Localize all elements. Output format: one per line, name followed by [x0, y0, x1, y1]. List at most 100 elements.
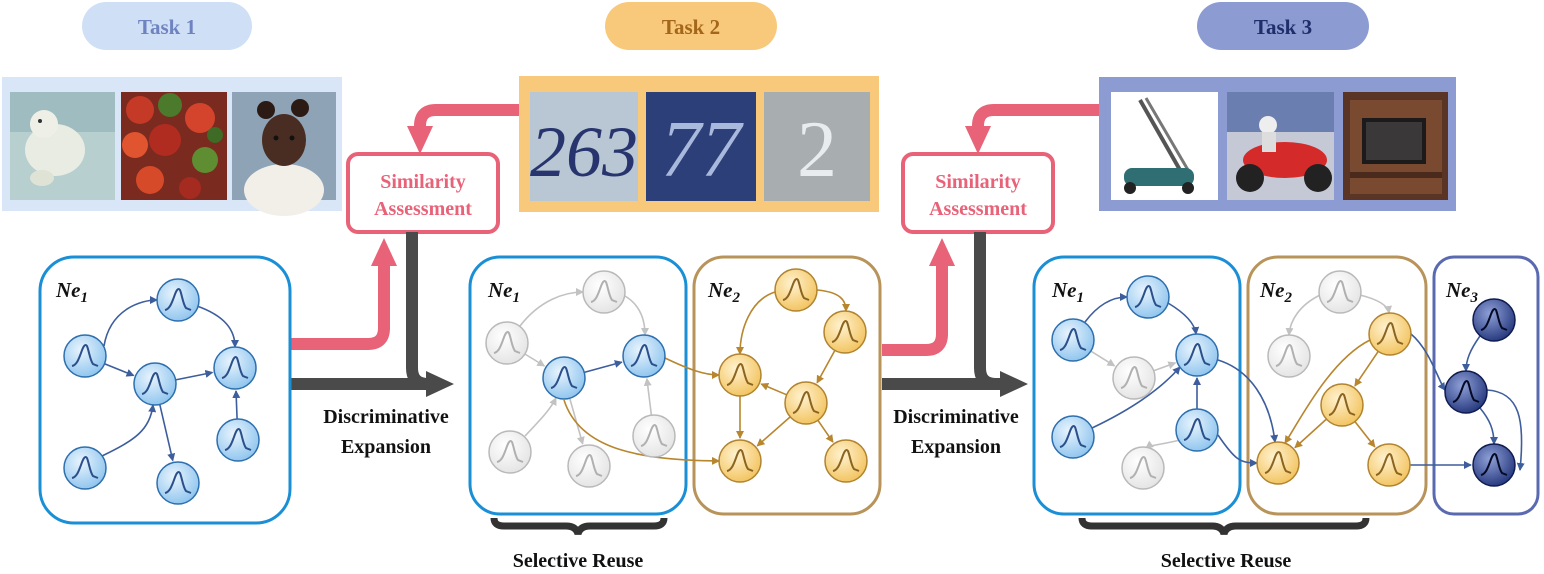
similarity-1-line1: Similarity — [380, 171, 466, 193]
expansion-arrow-down-2 — [974, 232, 997, 390]
neuron-node-f2 — [1444, 370, 1488, 414]
activation-curve-icon — [831, 319, 859, 343]
activation-curve-icon — [630, 343, 658, 367]
network-edges — [101, 288, 1525, 471]
neuron-node-d7 — [1121, 446, 1165, 490]
activation-curve-icon — [575, 453, 603, 477]
network-nodes — [63, 268, 1516, 505]
digit-77-image: 77 — [646, 92, 756, 201]
activation-curve-icon — [164, 287, 192, 311]
edge-f2-f3 — [1486, 389, 1525, 471]
selective-reuse-1-text: Selective Reuse — [513, 550, 644, 572]
activation-curve-icon — [141, 371, 169, 395]
activation-curve-icon — [493, 330, 521, 354]
edge-c4-c6 — [817, 419, 834, 443]
activation-curve-icon — [496, 439, 524, 463]
neuron-node-c2 — [823, 310, 867, 354]
edge-d3-d4 — [1153, 361, 1177, 372]
edge-a5-a3 — [101, 404, 157, 457]
edge-f2-f3 — [1479, 407, 1498, 445]
activation-curve-icon — [1183, 417, 1211, 441]
activation-curve-icon — [832, 448, 860, 472]
task-2-samples: 263 77 2 — [519, 76, 879, 212]
edge-a3-a6 — [159, 404, 176, 462]
similarity-arrow-up-2 — [882, 238, 955, 356]
activation-curve-icon — [640, 423, 668, 447]
digit-2-image: 2 — [764, 92, 870, 201]
neuron-node-d4 — [1175, 333, 1219, 377]
activation-curve-icon — [1452, 379, 1480, 403]
task-2-label: Task 2 — [605, 2, 777, 50]
edge-b5-b3 — [524, 397, 557, 437]
neuron-node-a6 — [156, 461, 200, 505]
neuron-node-d3 — [1112, 356, 1156, 400]
activation-curve-icon — [71, 343, 99, 367]
neuron-node-c5 — [718, 439, 762, 483]
edge-d6-e5 — [1217, 434, 1258, 467]
lawn-mower-image — [1111, 92, 1218, 200]
ne2-label-c: Ne2 — [1259, 278, 1293, 306]
neuron-node-b2 — [485, 321, 529, 365]
activation-curve-icon — [1480, 307, 1508, 331]
neuron-node-b7 — [632, 414, 676, 458]
digit-2-text: 2 — [797, 106, 837, 194]
edge-b3-b4 — [583, 360, 623, 374]
edge-e2-f2 — [1410, 333, 1446, 391]
activation-curve-icon — [1264, 450, 1292, 474]
edge-b3-b6 — [568, 397, 585, 445]
edge-e4-e6 — [1354, 421, 1376, 448]
neuron-node-e3 — [1267, 334, 1311, 378]
activation-curve-icon — [792, 390, 820, 414]
neuron-node-b5 — [488, 430, 532, 474]
activation-curve-icon — [224, 427, 252, 451]
neuron-node-d1 — [1126, 275, 1170, 319]
similarity-2-line1: Similarity — [935, 171, 1021, 193]
neuron-node-c6 — [824, 439, 868, 483]
expansion-1-line2: Expansion — [341, 436, 431, 458]
neuron-node-f3 — [1472, 443, 1516, 487]
edge-b7-b4 — [643, 377, 653, 416]
neuron-node-b3 — [542, 356, 586, 400]
similarity-arrow-in-2 — [965, 104, 1099, 154]
digit-263-text: 263 — [530, 112, 638, 192]
neuron-node-e2 — [1368, 312, 1412, 356]
activation-curve-icon — [1120, 365, 1148, 389]
neuron-node-c1 — [774, 268, 818, 312]
similarity-arrow-in-1 — [407, 104, 519, 154]
edge-e2-e5 — [1284, 339, 1371, 444]
ne1-label-c: Ne1 — [1051, 278, 1084, 306]
selective-reuse-2-text: Selective Reuse — [1161, 550, 1292, 572]
edge-e1-e3 — [1285, 294, 1321, 336]
ne1-label-b: Ne1 — [487, 278, 520, 306]
edge-b3-c5 — [563, 399, 720, 465]
edge-c1-c3 — [736, 291, 776, 355]
red-leaves-image — [121, 92, 227, 200]
ne3-label-c: Ne3 — [1445, 278, 1479, 306]
activation-curve-icon — [1183, 342, 1211, 366]
neuron-node-c4 — [784, 381, 828, 425]
edge-a3-a4 — [175, 369, 214, 381]
ne2-label-b: Ne2 — [707, 278, 741, 306]
activation-curve-icon — [1059, 327, 1087, 351]
task-1-text: Task 1 — [138, 15, 196, 39]
activation-curve-icon — [164, 470, 192, 494]
neuron-node-d2 — [1051, 318, 1095, 362]
similarity-arrow-up-1 — [290, 238, 397, 350]
edge-d5-d4 — [1091, 366, 1181, 429]
edge-b2-b1 — [519, 288, 584, 327]
activation-curve-icon — [221, 355, 249, 379]
activation-curve-icon — [1059, 424, 1087, 448]
activation-curve-icon — [1376, 321, 1404, 345]
neuron-node-e4 — [1320, 383, 1364, 427]
edge-a2-a1 — [103, 296, 158, 347]
neuron-node-e1 — [1318, 270, 1362, 314]
similarity-1-line2: Assessment — [374, 198, 472, 220]
neuron-node-a2 — [63, 334, 107, 378]
similarity-2-line2: Assessment — [929, 198, 1027, 220]
task-2-text: Task 2 — [662, 15, 720, 39]
edge-c1-c2 — [816, 289, 850, 312]
activation-curve-icon — [1134, 284, 1162, 308]
neuron-node-a1 — [156, 278, 200, 322]
edge-a7-a4 — [232, 390, 241, 420]
edge-c2-c4 — [816, 350, 836, 384]
